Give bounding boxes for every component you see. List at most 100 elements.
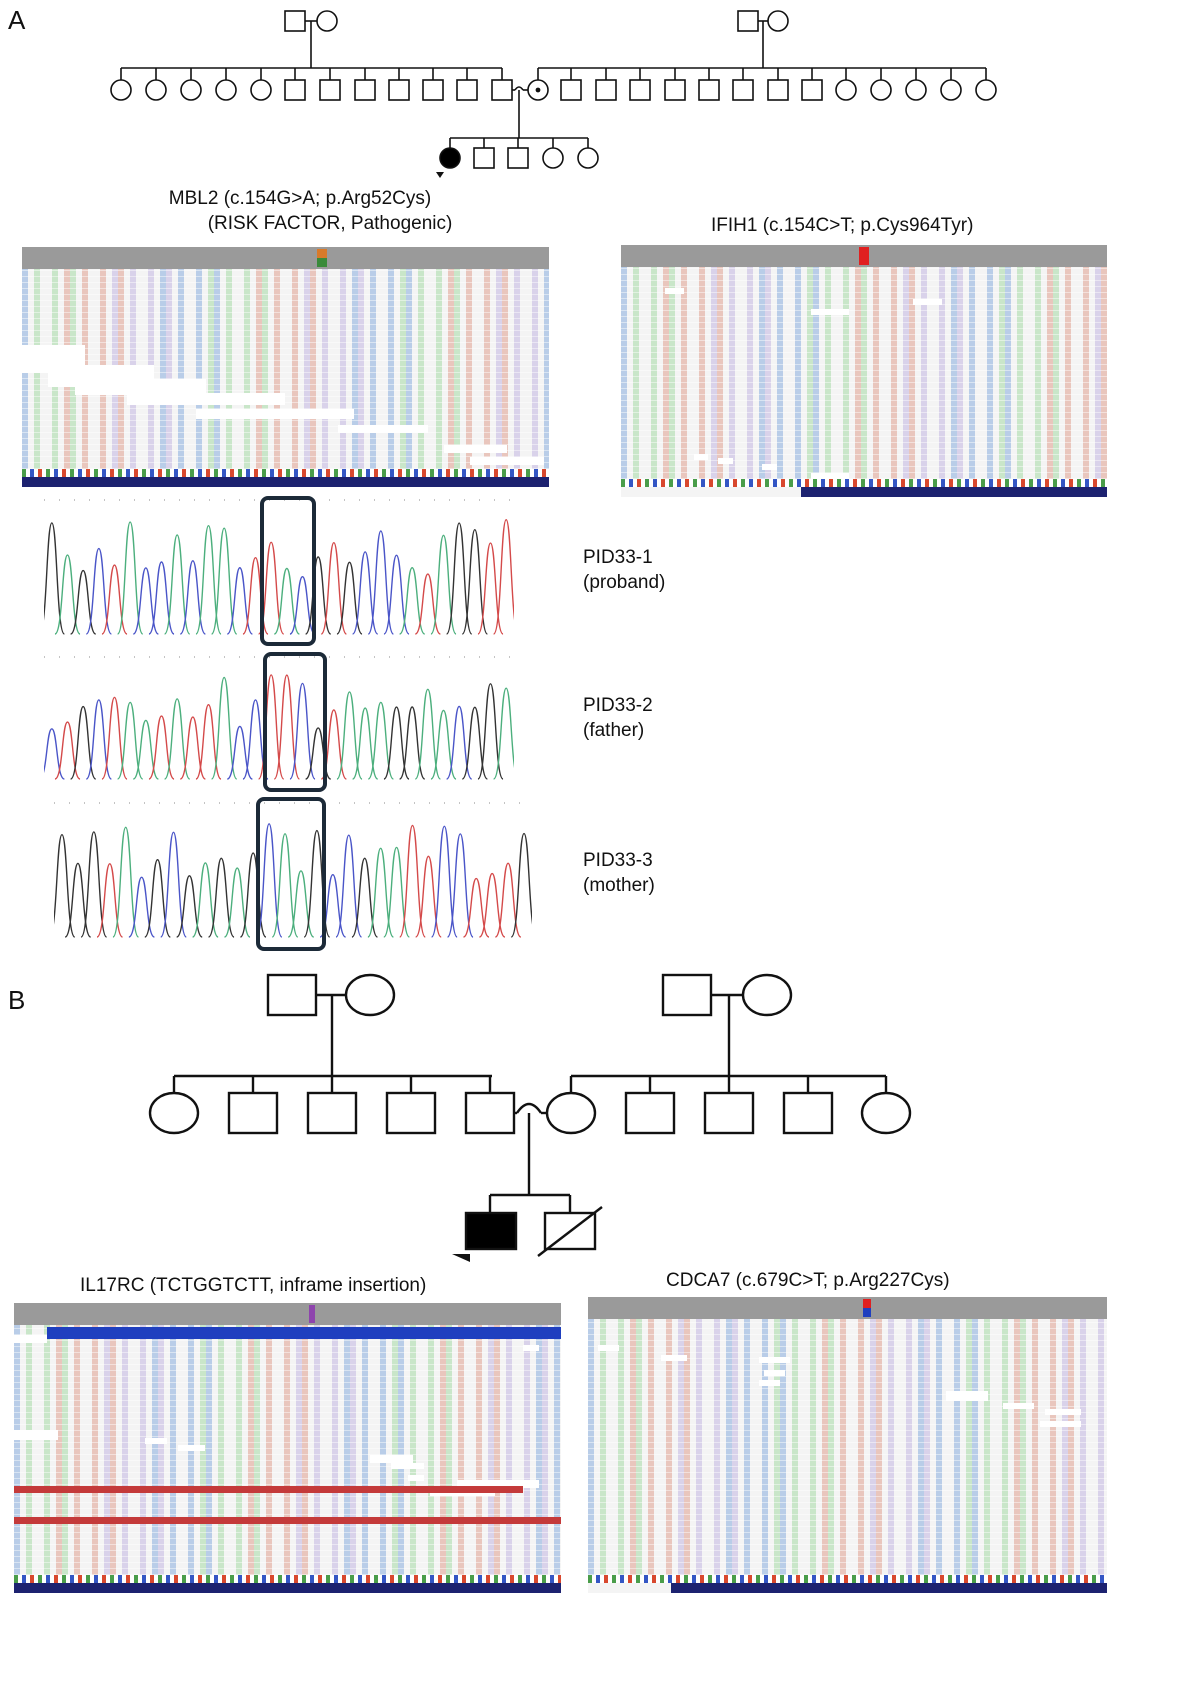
chromatogram-peak: [116, 701, 144, 780]
pedigree-b-mother: [545, 1091, 597, 1135]
igv-read-gap: [407, 1475, 425, 1481]
chromatogram-peak: [430, 825, 458, 938]
proband-arrow-icon: [436, 172, 444, 178]
igv-gene-track: [800, 487, 1107, 497]
igv-reference-sequence: [621, 479, 1107, 487]
mbl2-caption: MBL2 (c.154G>A; p.Arg52Cys) (RISK FACTOR…: [60, 188, 540, 235]
igv-read-gap: [759, 1380, 781, 1387]
mbl2-title: MBL2 (c.154G>A; p.Arg52Cys): [168, 188, 432, 209]
igv-read-gap: [469, 457, 544, 465]
pedigree-b-grandmother-right: [741, 973, 793, 1017]
chromatogram-peak: [383, 554, 410, 635]
pedigree-a: [110, 10, 997, 178]
chromatogram-peak: [336, 691, 363, 780]
chromatogram-peak: [445, 705, 473, 780]
igv-reads: [621, 267, 1107, 479]
igv-read-gap: [127, 393, 286, 405]
chromatogram-peak: [367, 847, 395, 938]
chromatogram-peak: [54, 833, 76, 938]
sample-role: (proband): [583, 572, 666, 593]
pedigree-b-father: [464, 1091, 516, 1135]
variant-highlight-box-mother: [256, 797, 326, 951]
igv-discordant-read: [14, 1517, 561, 1524]
igv-read-gap: [14, 1430, 58, 1440]
chromatogram-peak: [210, 676, 238, 780]
cdca7-title: CDCA7 (c.679C>T; p.Arg227Cys): [666, 1270, 950, 1291]
sample-label-mother: PID33-3 (mother): [583, 848, 655, 898]
igv-read-gap: [391, 1462, 425, 1469]
chromatogram-peak: [367, 530, 395, 635]
igv-reference-sequence: [22, 469, 549, 477]
chromatogram-peak: [510, 832, 532, 938]
chromatogram-peak: [289, 682, 316, 780]
igv-variant-marker: [317, 249, 328, 267]
igv-read-gap: [338, 425, 428, 433]
chromatogram-traces: [44, 499, 514, 635]
igv-read-gap: [718, 457, 733, 464]
chromatogram-peak: [80, 831, 108, 938]
igv-read-gap: [145, 1437, 168, 1444]
igv-read-gap: [195, 409, 354, 419]
igv-variant-marker: [309, 1305, 316, 1323]
igv-track-il17rc: [14, 1303, 561, 1593]
chromatogram-peak: [210, 527, 238, 635]
chromatogram-peak: [492, 518, 514, 635]
chromatogram-peak: [44, 522, 66, 635]
sample-label-father: PID33-2 (father): [583, 693, 653, 743]
pedigree-b-grandfather-right: [661, 973, 713, 1017]
igv-track-cdca7: [588, 1297, 1107, 1593]
igv-read-gap: [759, 1357, 791, 1364]
chromatogram-peak: [446, 833, 474, 938]
igv-read-gap: [1039, 1421, 1082, 1428]
chromatogram-peak: [85, 547, 113, 635]
pedigree-b-grandmother-left: [344, 973, 396, 1017]
igv-read-gap: [457, 1480, 540, 1488]
igv-read-gap: [764, 1370, 786, 1377]
igv-read-gap: [598, 1344, 620, 1351]
sample-label-proband: PID33-1 (proband): [583, 545, 665, 595]
chromatogram-peak: [335, 834, 363, 938]
chromatogram-peak: [398, 567, 426, 635]
chromatogram-peak: [271, 833, 299, 938]
chromatogram-peak: [195, 524, 222, 635]
chromatogram-peak: [414, 688, 442, 780]
panel-b-letter: B: [8, 985, 26, 1015]
chromatogram-peak: [112, 826, 140, 938]
igv-read-gap: [522, 1345, 540, 1351]
igv-reads: [588, 1319, 1107, 1575]
chromatogram-peak: [101, 696, 128, 780]
pedigree-a-proband: [439, 147, 461, 169]
chromatogram-peak: [160, 831, 187, 938]
chromatogram-peak: [273, 567, 301, 635]
sample-id: PID33-2: [583, 695, 653, 716]
igv-gene-track: [671, 1583, 1107, 1593]
igv-read-gap: [1044, 1408, 1082, 1415]
pedigree-b-proband: [464, 1211, 518, 1251]
chromatogram-proband: [44, 494, 514, 646]
igv-read-gap: [810, 472, 850, 479]
igv-read-gap: [693, 453, 709, 460]
igv-read-gap: [14, 1335, 47, 1343]
variant-highlight-box-proband: [260, 496, 316, 646]
sample-role: (mother): [583, 875, 655, 896]
chromatogram-peak: [320, 541, 348, 635]
chromatogram-peak: [207, 857, 235, 938]
igv-reference-sequence: [588, 1575, 1107, 1583]
igv-read-gap: [443, 445, 507, 453]
igv-track-mbl2: [22, 247, 549, 487]
chromatogram-peak: [163, 534, 191, 635]
igv-read-gap: [912, 298, 942, 305]
igv-read-gap: [429, 1490, 496, 1496]
panel-a-letter: A: [8, 5, 26, 35]
chromatogram-mother: [54, 797, 532, 949]
sample-id: PID33-1: [583, 547, 653, 568]
chromatogram-peak: [399, 824, 426, 938]
igv-read-gap: [74, 379, 207, 395]
igv-read-gap: [761, 464, 777, 471]
chromatogram-peak: [477, 683, 504, 780]
igv-read-gap: [369, 1455, 414, 1463]
variant-highlight-box-father: [263, 652, 327, 792]
chromatogram-peak: [54, 554, 81, 635]
igv-discordant-read: [14, 1486, 523, 1493]
